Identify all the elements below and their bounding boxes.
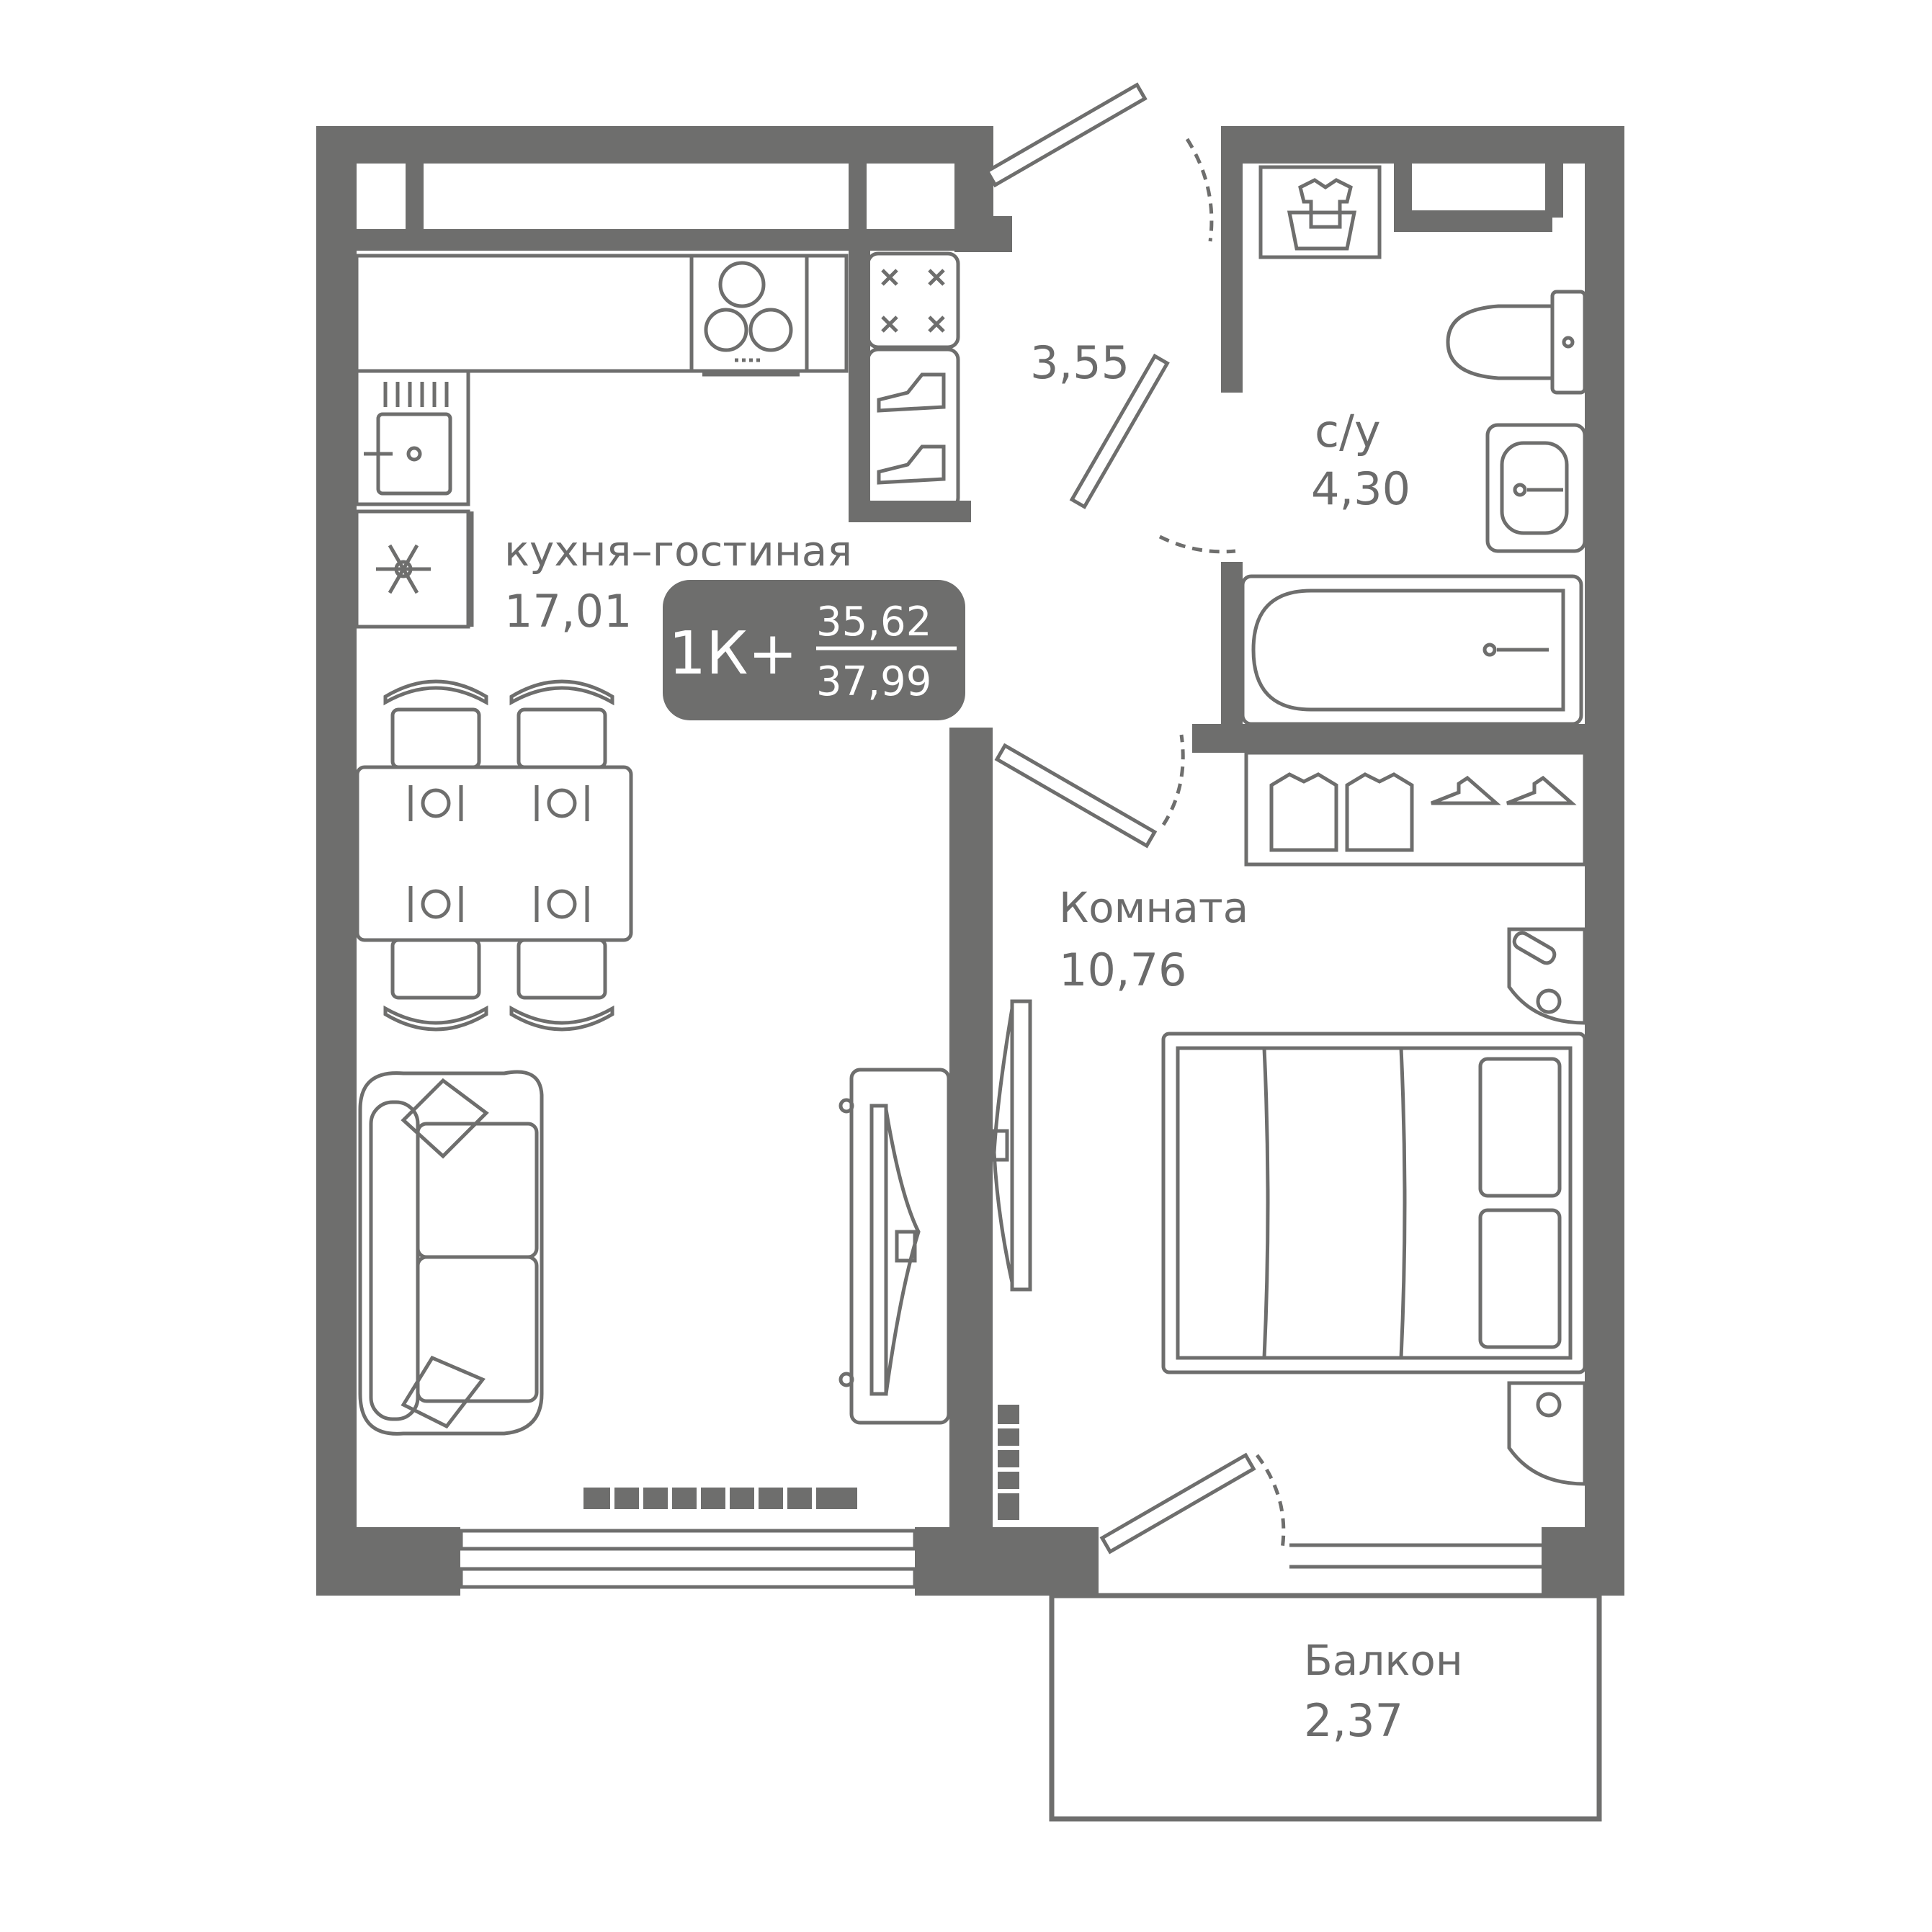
hall-area: 3,55 bbox=[1030, 336, 1130, 389]
plate-icons bbox=[408, 785, 589, 922]
bathroom-area: 4,30 bbox=[1311, 462, 1410, 515]
balcony-outline bbox=[1049, 1593, 1602, 1822]
bedroom-tv bbox=[990, 999, 1032, 1292]
bedroom-area: 10,76 bbox=[1059, 944, 1187, 996]
bathroom-fixtures bbox=[1240, 165, 1587, 726]
apartment-type: 1К+ bbox=[668, 620, 797, 688]
sink-icon bbox=[364, 382, 452, 496]
toilet-icon bbox=[1446, 290, 1587, 395]
balcony-name: Балкон bbox=[1304, 1636, 1463, 1685]
room-labels: кухня–гостиная 17,01 3,55 с/у 4,30 Комна… bbox=[504, 336, 1463, 1747]
radiator bbox=[583, 1488, 857, 1509]
shoe-cabinet bbox=[866, 251, 960, 510]
shoe-icon bbox=[877, 372, 946, 485]
walls bbox=[316, 126, 1624, 1596]
bedroom-radiator bbox=[998, 1405, 1019, 1520]
bedroom-name: Комната bbox=[1059, 883, 1248, 932]
wardrobe bbox=[1244, 751, 1587, 867]
snowflake-icon bbox=[376, 544, 431, 594]
dining-chairs bbox=[383, 679, 614, 1032]
tv-stand bbox=[838, 1068, 951, 1425]
kitchen-furniture bbox=[354, 251, 960, 1509]
sofa bbox=[358, 1070, 544, 1436]
living-area: 35,62 bbox=[816, 599, 931, 645]
bathroom-name: с/у bbox=[1315, 405, 1381, 457]
kitchen-area: 17,01 bbox=[504, 585, 632, 638]
total-area: 37,99 bbox=[816, 658, 931, 705]
washbasin-icon bbox=[1485, 423, 1587, 553]
apartment-type-badge: 1К+ 35,62 37,99 bbox=[663, 580, 965, 720]
bathtub-icon bbox=[1240, 574, 1583, 726]
bed bbox=[1161, 927, 1587, 1486]
doors bbox=[985, 82, 1286, 1555]
kitchen-name: кухня–гостиная bbox=[504, 527, 852, 576]
laundry-icon bbox=[1287, 178, 1357, 251]
balcony-area: 2,37 bbox=[1304, 1694, 1403, 1747]
bedroom-furniture bbox=[990, 751, 1587, 1520]
